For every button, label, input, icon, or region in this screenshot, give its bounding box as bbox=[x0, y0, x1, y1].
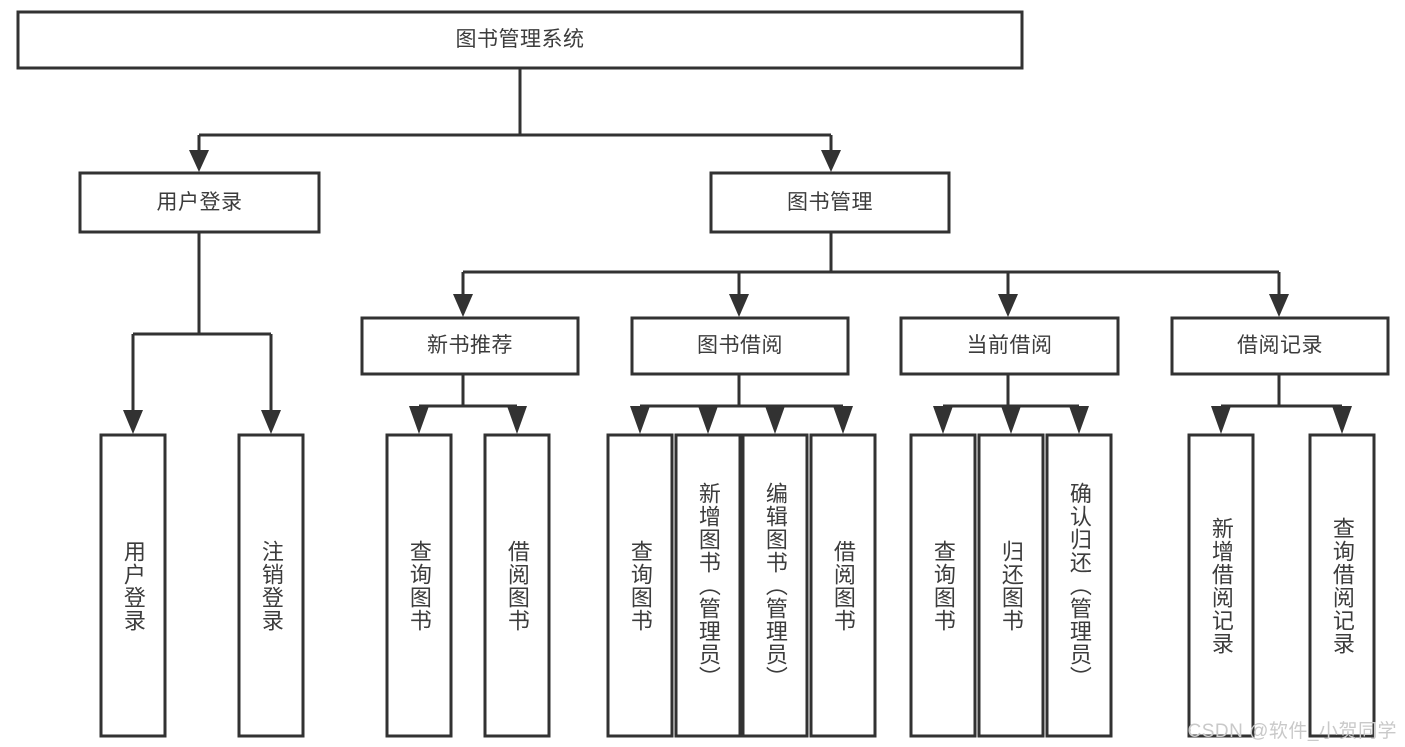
arrowhead-leaf-add-book-admin bbox=[698, 406, 718, 434]
watermark-text: CSDN @软件_小贺同学 bbox=[1187, 721, 1397, 742]
node-box-leaf-user-login[interactable] bbox=[99, 433, 167, 738]
arrowhead-leaf-add-borrow-record bbox=[1211, 406, 1231, 434]
arrowhead-leaf-borrow-book-bb bbox=[833, 406, 853, 434]
node-box-leaf-edit-book-admin[interactable] bbox=[741, 433, 809, 738]
node-box-leaf-add-book-admin[interactable] bbox=[674, 433, 742, 738]
connector-group-new-book-recommend bbox=[409, 374, 527, 434]
arrowhead-book-borrow bbox=[729, 294, 749, 317]
arrowhead-borrow-record bbox=[1269, 294, 1289, 317]
node-box-current-borrow[interactable] bbox=[899, 316, 1120, 376]
node-box-new-book-recommend[interactable] bbox=[360, 316, 580, 376]
node-box-leaf-query-book-bb[interactable] bbox=[606, 433, 674, 738]
arrowhead-book-manage bbox=[821, 150, 841, 172]
arrowhead-current-borrow bbox=[998, 294, 1018, 317]
node-box-leaf-return-book[interactable] bbox=[977, 433, 1045, 738]
arrowhead-leaf-query-book-bb bbox=[630, 406, 650, 434]
node-box-leaf-add-borrow-record[interactable] bbox=[1187, 433, 1255, 738]
arrowhead-leaf-query-book-rec bbox=[409, 406, 429, 434]
node-box-book-borrow[interactable] bbox=[630, 316, 850, 376]
connector-group-book-borrow bbox=[630, 374, 853, 434]
connector-group-book-manage bbox=[453, 232, 1289, 317]
connector-group-root bbox=[189, 68, 841, 172]
arrowhead-leaf-query-book-cb bbox=[933, 406, 953, 434]
node-box-root[interactable] bbox=[16, 10, 1024, 70]
arrowhead-leaf-user-login bbox=[123, 410, 143, 434]
arrowhead-leaf-edit-book-admin bbox=[765, 406, 785, 434]
node-box-book-manage[interactable] bbox=[709, 171, 951, 234]
connector-group-current-borrow bbox=[933, 374, 1089, 434]
node-box-leaf-query-book-cb[interactable] bbox=[909, 433, 977, 738]
arrowhead-leaf-return-book bbox=[1001, 406, 1021, 434]
node-box-leaf-query-borrow-record[interactable] bbox=[1308, 433, 1376, 738]
connector-group-user-login bbox=[123, 232, 281, 434]
arrowhead-user-login bbox=[189, 150, 209, 172]
node-box-user-login[interactable] bbox=[78, 171, 321, 234]
node-box-leaf-query-book-rec[interactable] bbox=[385, 433, 453, 738]
arrowhead-leaf-logout-login bbox=[261, 410, 281, 434]
arrowhead-leaf-confirm-return-admin bbox=[1069, 406, 1089, 434]
connector-group-borrow-record bbox=[1211, 374, 1352, 434]
arrowhead-leaf-query-borrow-record bbox=[1332, 406, 1352, 434]
arrowhead-new-book-recommend bbox=[453, 294, 473, 317]
node-box-leaf-borrow-book-bb[interactable] bbox=[809, 433, 877, 738]
node-box-leaf-logout-login[interactable] bbox=[237, 433, 305, 738]
node-box-leaf-confirm-return-admin[interactable] bbox=[1045, 433, 1113, 738]
arrowhead-leaf-borrow-book-rec bbox=[507, 406, 527, 434]
node-box-leaf-borrow-book-rec[interactable] bbox=[483, 433, 551, 738]
node-box-borrow-record[interactable] bbox=[1170, 316, 1390, 376]
